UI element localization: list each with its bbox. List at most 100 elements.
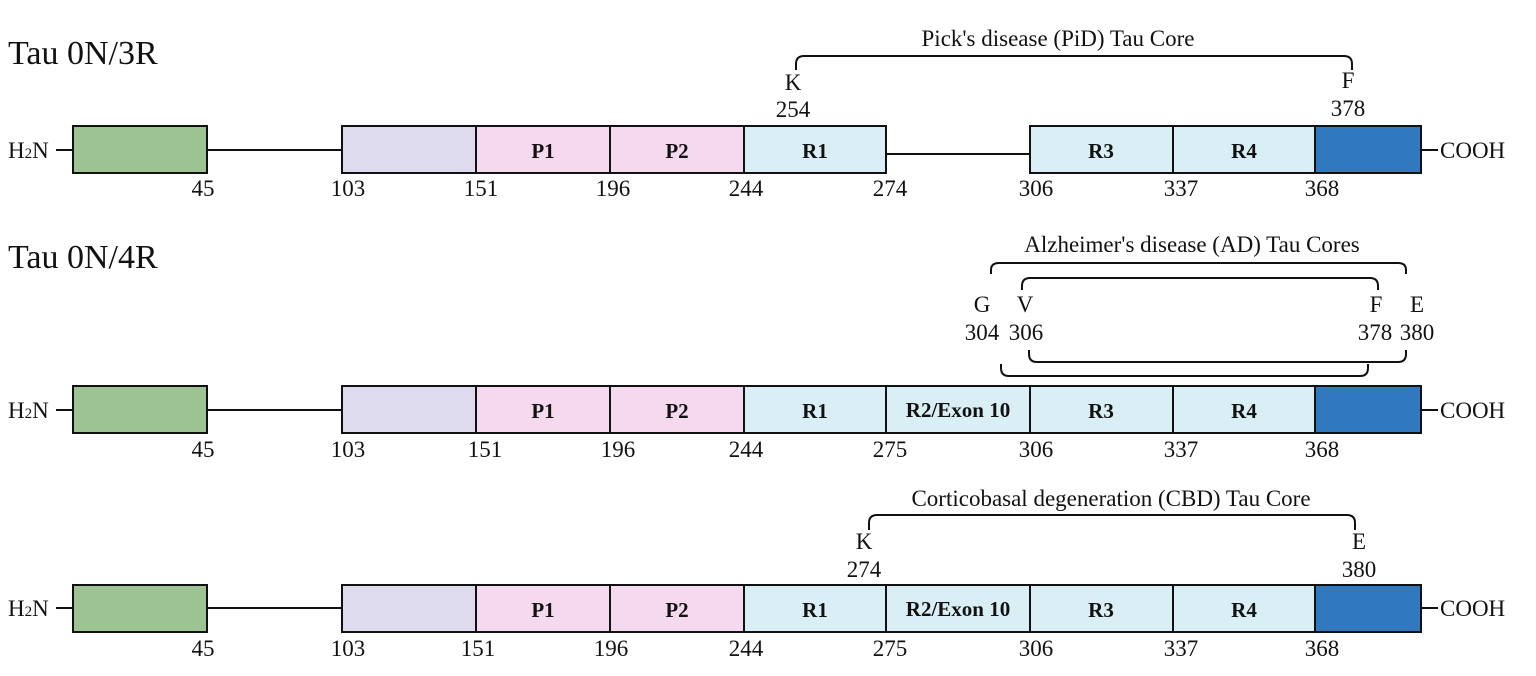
segment-r2-exon10 xyxy=(885,385,1031,434)
ad-outer-top-bracket xyxy=(990,262,1407,274)
segment-c-terminal xyxy=(1314,125,1422,174)
construct-0n4r: Tau 0N/4R Alzheimer's disease (AD) Tau C… xyxy=(8,232,1505,462)
segment-label-r4: R4 xyxy=(1231,139,1257,163)
n-terminus-label: H2N xyxy=(8,596,49,621)
segment-c-terminal xyxy=(1314,584,1422,633)
segment-region-103 xyxy=(341,385,477,434)
position-306: 306 xyxy=(1019,176,1054,201)
ad-residue-e: E xyxy=(1410,292,1424,317)
segment-r3 xyxy=(1029,584,1174,633)
cbd-end-number: 380 xyxy=(1342,557,1377,582)
ad-residue-f: F xyxy=(1370,292,1383,317)
segment-label-r2-exon10: R2/Exon 10 xyxy=(906,597,1010,621)
segment-label-p2: P2 xyxy=(665,598,688,622)
position-45: 45 xyxy=(192,636,215,661)
segment-r4 xyxy=(1172,385,1316,434)
segment-r4 xyxy=(1172,584,1316,633)
cbd-start-number: 274 xyxy=(847,557,882,582)
segment-region-103 xyxy=(341,584,477,633)
segment-r2-exon10 xyxy=(885,584,1031,633)
c-terminus-label: COOH xyxy=(1440,596,1505,621)
construct-0n4r-cbd: Corticobasal degeneration (CBD) Tau Core… xyxy=(8,486,1505,661)
segment-r1 xyxy=(743,385,887,434)
segment-r3 xyxy=(1029,385,1174,434)
segment-label-p2: P2 xyxy=(665,139,688,163)
pid-core-bracket xyxy=(795,55,1353,70)
segment-label-r4: R4 xyxy=(1231,598,1257,622)
segment-r1 xyxy=(743,125,887,174)
segment-r4 xyxy=(1172,125,1316,174)
segment-label-r1: R1 xyxy=(802,598,828,622)
position-103: 103 xyxy=(331,636,366,661)
segment-label-r1: R1 xyxy=(802,139,828,163)
segment-label-p1: P1 xyxy=(531,598,554,622)
ad-residue-g: G xyxy=(974,292,991,317)
position-274: 274 xyxy=(873,176,908,201)
segment-label-r3: R3 xyxy=(1088,139,1114,163)
pid-end-number: 378 xyxy=(1331,96,1366,121)
segment-n-terminal xyxy=(72,584,208,633)
segment-label-r1: R1 xyxy=(802,399,828,423)
position-306: 306 xyxy=(1019,636,1054,661)
position-45: 45 xyxy=(192,437,215,462)
ad-number-306: 306 xyxy=(1009,320,1044,345)
position-45: 45 xyxy=(192,176,215,201)
ad-inner-top-bracket xyxy=(1021,277,1379,290)
position-196: 196 xyxy=(601,437,636,462)
position-196: 196 xyxy=(596,176,631,201)
segment-label-r3: R3 xyxy=(1088,399,1114,423)
ad-number-304: 304 xyxy=(965,320,1000,345)
position-368: 368 xyxy=(1305,636,1340,661)
segment-label-p1: P1 xyxy=(531,399,554,423)
segment-n-terminal xyxy=(72,385,208,434)
segment-region-103 xyxy=(341,125,477,174)
cbd-core-title: Corticobasal degeneration (CBD) Tau Core xyxy=(911,486,1310,511)
position-306: 306 xyxy=(1019,437,1054,462)
ad-inner-bottom-bracket xyxy=(1028,350,1407,363)
cbd-core-bracket xyxy=(868,514,1356,530)
pid-start-number: 254 xyxy=(776,97,811,122)
pid-start-residue: K xyxy=(785,70,802,95)
position-103: 103 xyxy=(331,176,366,201)
position-151: 151 xyxy=(461,636,496,661)
segment-n-terminal xyxy=(72,125,208,174)
position-337: 337 xyxy=(1164,636,1199,661)
position-368: 368 xyxy=(1305,437,1340,462)
segment-label-r2-exon10: R2/Exon 10 xyxy=(906,398,1010,422)
c-terminus-label: COOH xyxy=(1440,398,1505,423)
position-151: 151 xyxy=(464,176,499,201)
cbd-end-residue: E xyxy=(1352,529,1366,554)
pid-end-residue: F xyxy=(1342,68,1355,93)
construct-0n3r: Tau 0N/3R Pick's disease (PiD) Tau Core … xyxy=(8,26,1505,201)
n-terminus-label: H2N xyxy=(8,398,49,423)
ad-number-378: 378 xyxy=(1358,320,1393,345)
position-368: 368 xyxy=(1305,176,1340,201)
pid-core-title: Pick's disease (PiD) Tau Core xyxy=(922,26,1195,51)
position-275: 275 xyxy=(873,437,908,462)
segment-c-terminal xyxy=(1314,385,1422,434)
position-151: 151 xyxy=(468,437,503,462)
ad-number-380: 380 xyxy=(1400,320,1435,345)
position-337: 337 xyxy=(1164,437,1199,462)
construct-title-0n3r: Tau 0N/3R xyxy=(8,35,158,72)
position-337: 337 xyxy=(1164,176,1199,201)
ad-residue-v: V xyxy=(1017,292,1034,317)
segment-r3 xyxy=(1029,125,1174,174)
position-103: 103 xyxy=(331,437,366,462)
ad-outer-bottom-bracket xyxy=(1000,364,1369,377)
position-275: 275 xyxy=(873,636,908,661)
construct-title-0n4r: Tau 0N/4R xyxy=(8,239,158,276)
n-terminus-label: H2N xyxy=(8,138,49,163)
segment-p2 xyxy=(609,584,745,633)
segment-label-p2: P2 xyxy=(665,399,688,423)
position-244: 244 xyxy=(729,437,764,462)
c-terminus-label: COOH xyxy=(1440,138,1505,163)
segment-label-p1: P1 xyxy=(531,139,554,163)
cbd-start-residue: K xyxy=(856,529,873,554)
position-244: 244 xyxy=(729,176,764,201)
position-244: 244 xyxy=(729,636,764,661)
segment-p1 xyxy=(475,385,611,434)
segment-label-r4: R4 xyxy=(1231,399,1257,423)
ad-cores-title: Alzheimer's disease (AD) Tau Cores xyxy=(1024,232,1360,257)
